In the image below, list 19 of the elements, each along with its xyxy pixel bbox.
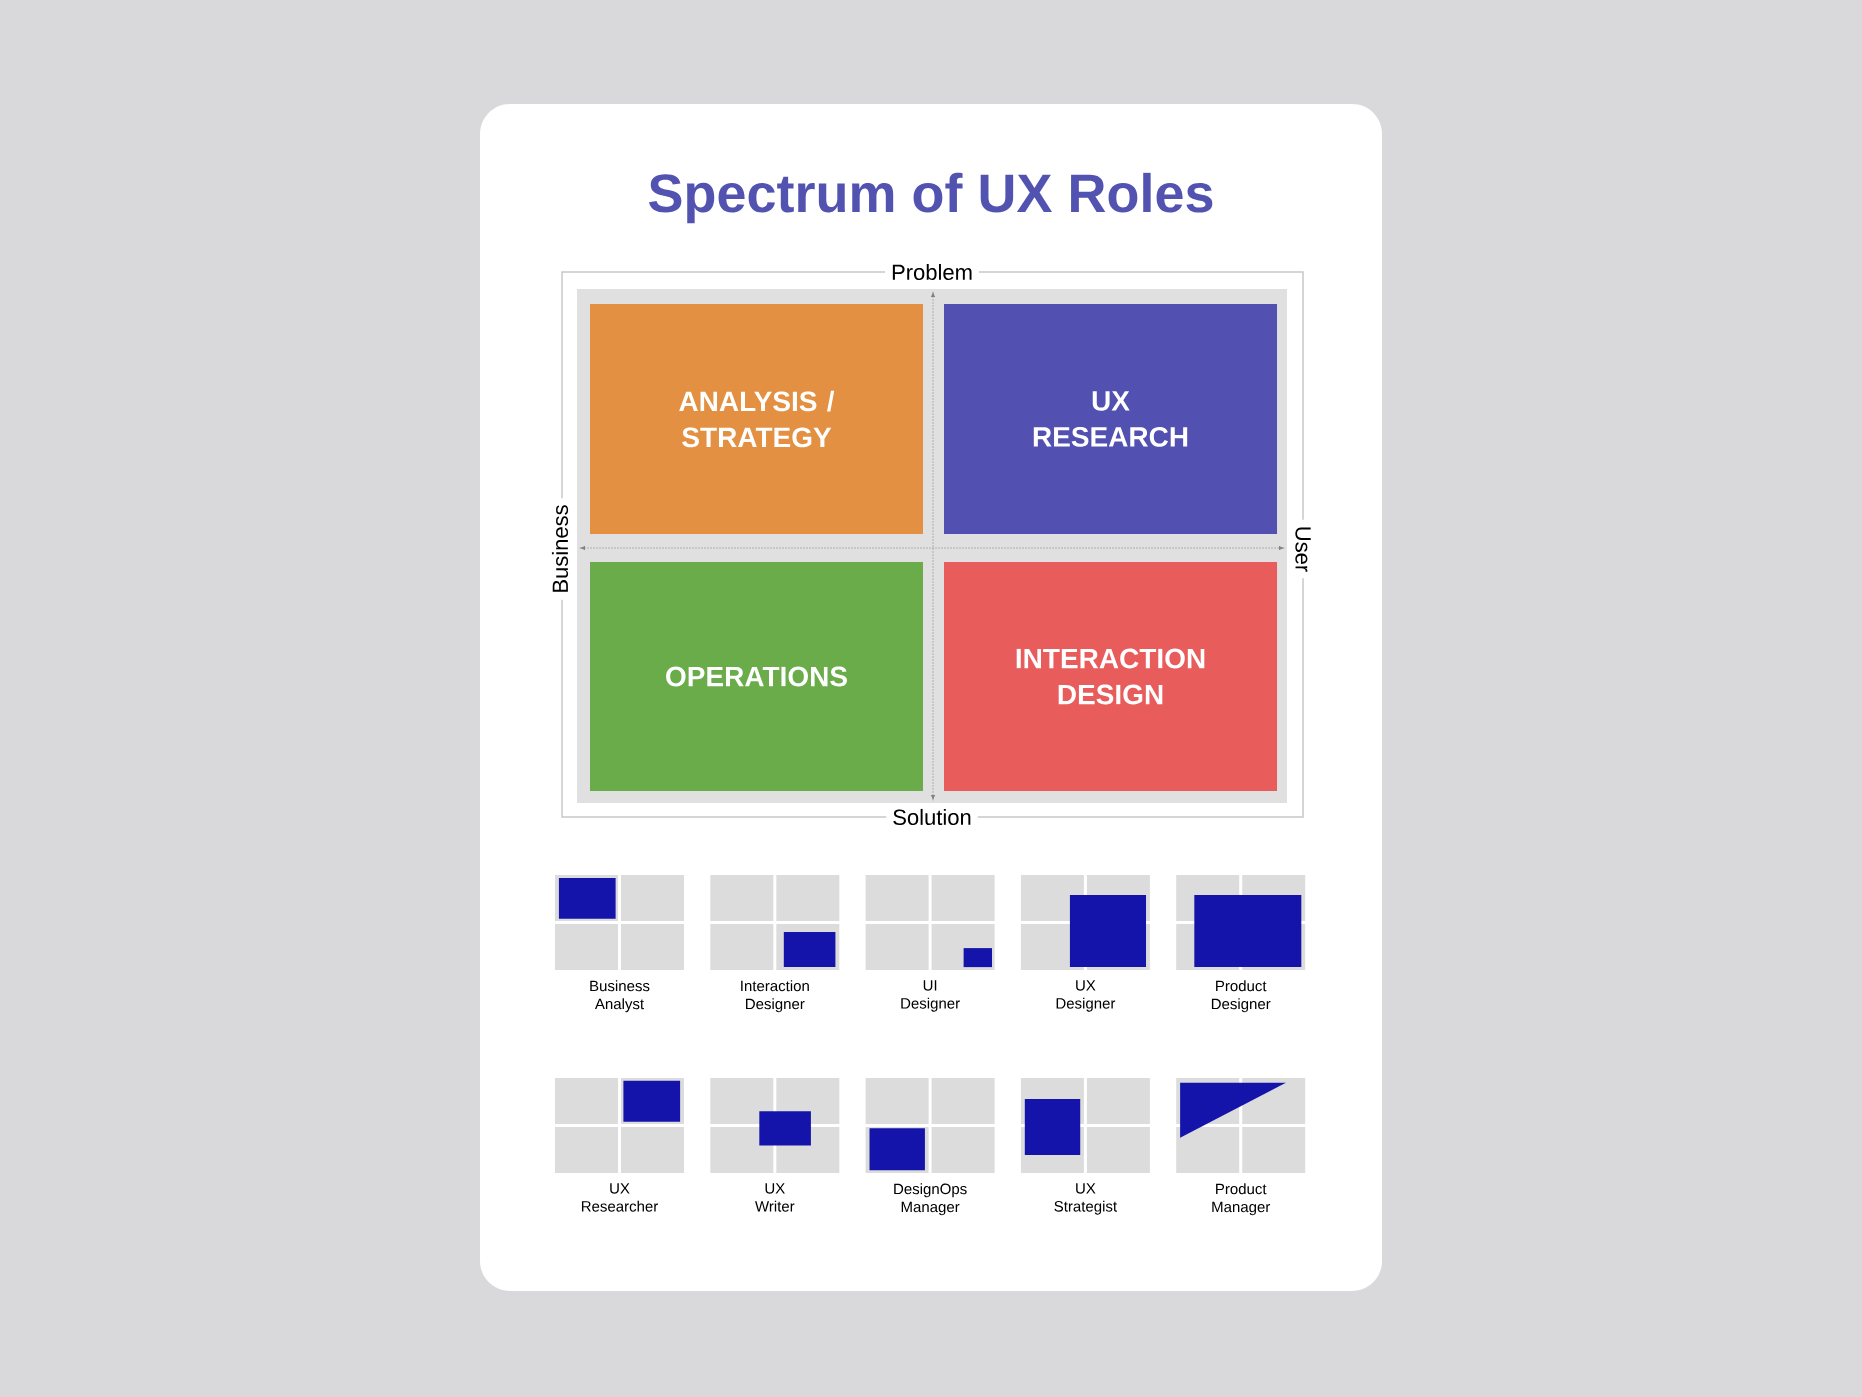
role-caption: DesignOps Manager — [894, 1183, 967, 1216]
quadrant-box: INTERACTION DESIGN — [944, 562, 1277, 791]
role-caption: UX Strategist — [1054, 1183, 1117, 1215]
role-caption: Product Designer — [1211, 980, 1271, 1013]
title: Spectrum of UX Roles — [649, 172, 1213, 224]
quadrant-box: OPERATIONS — [590, 562, 923, 791]
quadrant-box: ANALYSIS / STRATEGY — [590, 304, 923, 534]
axis-label: User — [1289, 519, 1317, 579]
role-caption: UI Designer — [901, 980, 960, 1012]
role-caption: UX Researcher — [581, 1183, 658, 1212]
axis-label: Problem — [885, 257, 979, 287]
role-caption: UX Writer — [755, 1183, 795, 1212]
role-caption: Interaction Designer — [741, 980, 809, 1013]
role-caption: UX Designer — [1056, 980, 1116, 1012]
role-caption: Product Manager — [1212, 1183, 1271, 1216]
role-caption: Business Analyst — [590, 980, 650, 1013]
axis-label: Business — [545, 498, 575, 600]
axis-label: Solution — [886, 802, 978, 832]
quadrant-box: UX RESEARCH — [944, 304, 1277, 534]
